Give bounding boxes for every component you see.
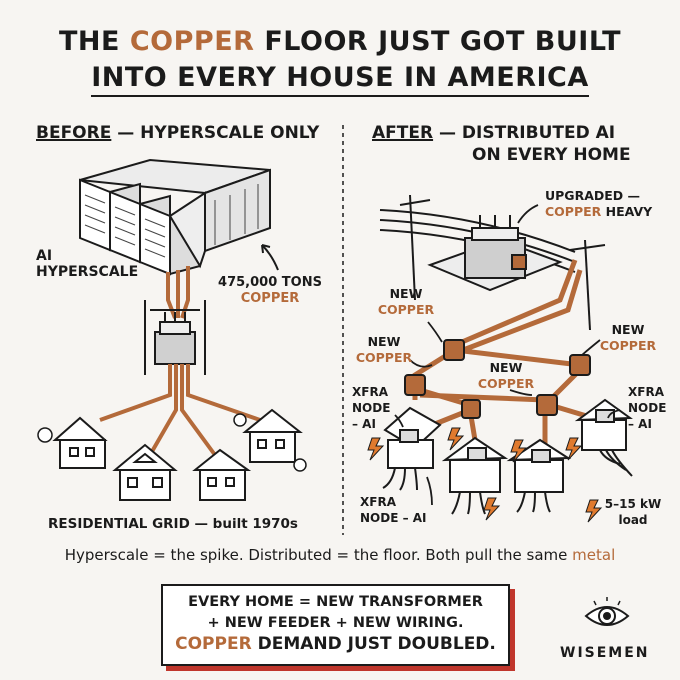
callout-line-1: EVERY HOME = NEW TRANSFORMER [188,594,483,610]
caption: Hyperscale = the spike. Distributed = th… [64,546,616,564]
load-label: 5–15 kW load [604,497,662,527]
xfra-house-icon [506,438,572,493]
tons-label: 475,000 TONS COPPER [218,275,322,306]
xfra-node-label-right: XFRA NODE – AI [628,385,667,431]
residential-grid-label: RESIDENTIAL GRID — built 1970s [48,516,298,532]
service-cables [382,449,633,515]
xfra-house-icon [383,406,442,469]
after-header-line2: ON EVERY HOME [472,145,631,165]
transformer-node-icon [404,339,591,419]
after-header: AFTER — DISTRIBUTED AI [372,123,616,143]
house-icon [52,416,108,469]
xfra-house-icon [441,436,509,493]
ai-hyperscale-label: AI HYPERSCALE [36,248,139,280]
before-header: BEFORE — HYPERSCALE ONLY [36,123,320,143]
xfra-house-icon [574,398,633,451]
lightning-icon [367,427,603,523]
xfra-node-label-bottom: XFRA NODE – AI [360,495,427,525]
title-line-1: THE COPPER FLOOR JUST GOT BUILT [58,26,621,57]
residential-copper-lines [99,364,261,457]
pointer-arrow [394,204,621,506]
hyperscale-datacenter-icon [79,158,271,276]
callout-box: EVERY HOME = NEW TRANSFORMER + NEW FEEDE… [161,584,510,666]
tree-icon [37,413,307,472]
pointer-arrow [261,244,279,271]
upgraded-transformer-icon [464,215,527,279]
house-icon [242,408,303,463]
hyperscale-transformer-icon [144,300,206,375]
title-line-2: INTO EVERY HOUSE IN AMERICA [0,62,680,97]
callout-line-2: + NEW FEEDER + NEW WIRING. [207,615,464,631]
upgraded-label: UPGRADED — COPPER HEAVY [545,188,653,219]
brand-name: WISEMEN [560,645,650,661]
xfra-node-label-left: XFRA NODE – AI [352,385,391,431]
house-icon [192,448,252,501]
distributed-copper-feeders [412,259,601,445]
eye-logo-icon [584,597,630,626]
house-icon [112,443,178,501]
callout-line-3: COPPER DEMAND JUST DOUBLED. [175,634,496,654]
